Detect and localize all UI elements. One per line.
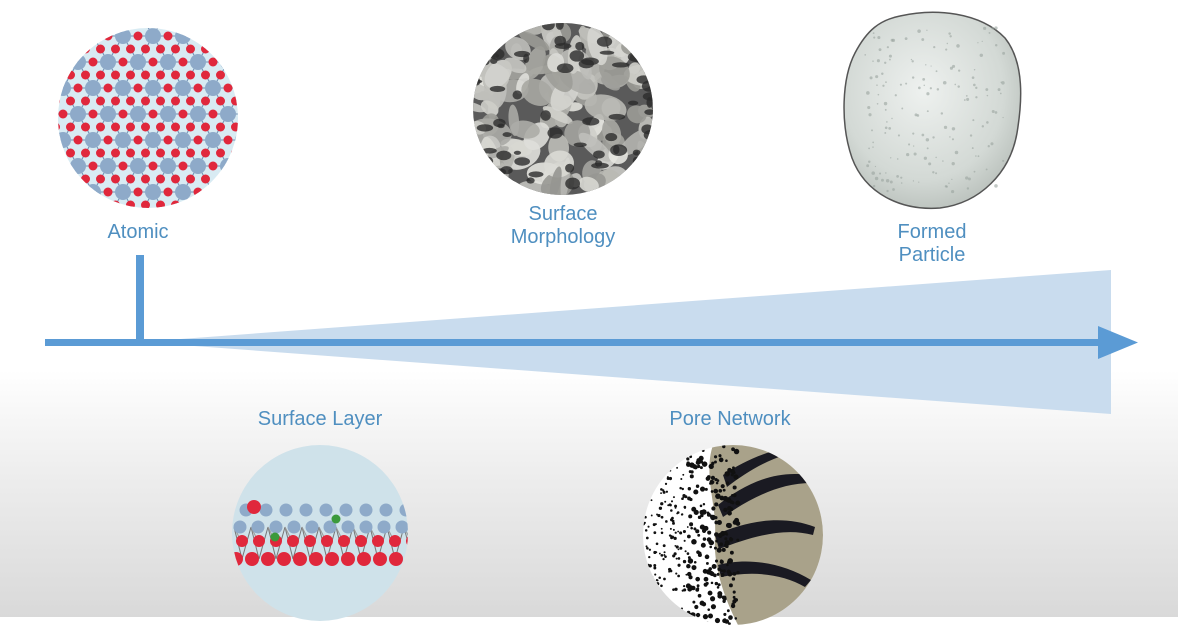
atomic-label: Atomic <box>107 221 169 243</box>
formed-particle-label: Formed Particle <box>872 221 992 267</box>
atomic-tick <box>136 255 144 343</box>
surface-morphology-label-line1: Surface <box>528 203 598 225</box>
surface-layer-label: Surface Layer <box>257 408 383 430</box>
formed-particle-image <box>843 11 1022 210</box>
surface-layer-lattice-icon <box>232 445 408 621</box>
scale-axis-arrowhead <box>1098 326 1138 359</box>
surface-morphology-label: Surface Morphology <box>488 203 638 249</box>
formed-particle-label-line1: Formed <box>897 221 967 243</box>
pore-network-label: Pore Network <box>669 408 791 430</box>
formed-particle-label-line2: Particle <box>898 244 966 266</box>
porous-surface-micrograph <box>473 23 653 195</box>
atomic-lattice-icon <box>58 28 238 208</box>
scale-axis-line <box>45 339 1107 346</box>
surface-morphology-label-line2: Morphology <box>510 226 616 248</box>
pore-network-icon <box>643 445 823 625</box>
